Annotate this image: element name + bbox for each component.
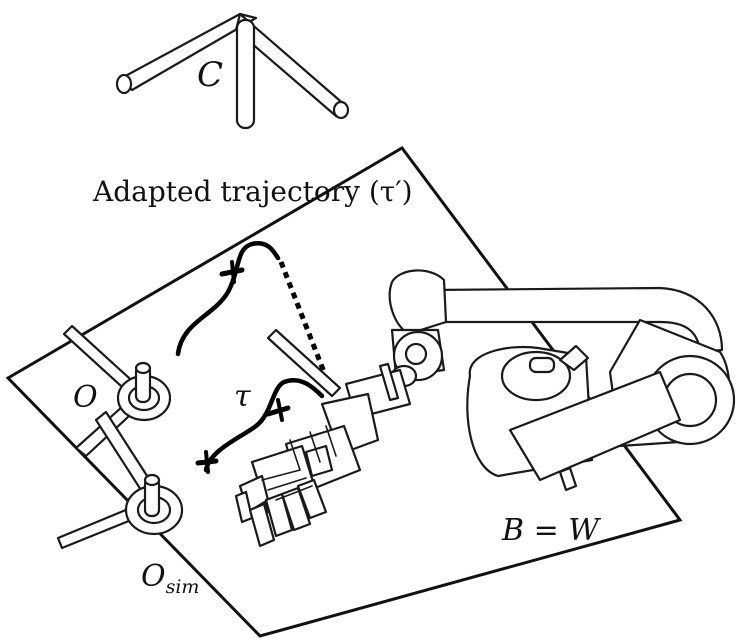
- original-trajectory-curve: [195, 378, 325, 474]
- tau-label: τ: [234, 379, 251, 414]
- frame-c-coordinate-frame-icon: [115, 12, 350, 130]
- object-o-sim-icon: [56, 410, 184, 550]
- frame-c-label: C: [197, 55, 223, 95]
- object-rod-icon: [266, 328, 342, 398]
- adapted-trajectory-curve: [175, 240, 327, 373]
- adapted-trajectory-label: Adapted trajectory (τ′): [92, 175, 413, 208]
- robot-hand-icon: [234, 392, 380, 548]
- base-world-label: B = W: [501, 513, 601, 548]
- object-o-sim-label: Osim: [141, 559, 199, 598]
- object-o-label: O: [73, 380, 98, 415]
- robot-arm-icon: [344, 269, 736, 492]
